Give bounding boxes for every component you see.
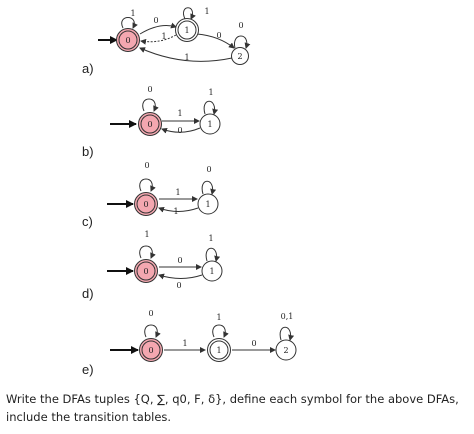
- dfa-b-loop-q0: [142, 98, 159, 112]
- dfa-a-edge-q2-q0: [139, 47, 233, 62]
- dfa-c-edge-label: 0: [206, 165, 211, 174]
- dfa-b-edge-label: 0: [147, 85, 152, 94]
- dfa-b-state-label: 0: [147, 120, 152, 129]
- dfa-e-loop-q1: [212, 324, 229, 338]
- dfa-d: 1 1 0 0 0 1 d): [82, 230, 223, 301]
- dfa-e-state-label: 0: [148, 346, 153, 355]
- dfa-a-edge-label: 1: [204, 7, 209, 16]
- dfa-d-loop-q0: [139, 245, 156, 259]
- dfa-d-edge-label: 1: [144, 230, 149, 239]
- dfa-e-edge-label: 1: [216, 313, 221, 322]
- dfa-e-state-label: 1: [216, 346, 221, 355]
- dfa-b-edge-label: 0: [177, 126, 182, 135]
- dfa-e-loop-q0: [144, 324, 161, 338]
- dfa-a-state-q0-inner-ring: [118, 30, 138, 50]
- dfa-c-edge-label: 1: [175, 188, 180, 197]
- dfa-a-edge-label: 0: [153, 16, 158, 25]
- dfa-c: 0 0 1 1 0 1 c): [82, 161, 219, 229]
- dfa-c-edge-label: 1: [173, 207, 178, 216]
- dfa-c-state-q0-inner-ring: [136, 194, 156, 214]
- dfa-e-edge-label: 0: [148, 309, 153, 318]
- dfa-diagrams: 1 0 1 0 0 1 1 0 1 2 a) 0 1 1 0: [82, 7, 297, 377]
- dfa-e-state-label: 2: [283, 346, 288, 355]
- dfa-a-state-q2: [231, 47, 249, 65]
- dfa-e-edge-label: 1: [182, 339, 187, 348]
- dfa-a-edge-q1-q2: [196, 33, 235, 49]
- dfa-e-state-q0-inner-ring: [141, 340, 161, 360]
- dfa-d-state-label: 1: [209, 267, 214, 276]
- dfa-a-edge-label: 1: [130, 9, 135, 18]
- dfa-d-edge-q1-q0: [158, 273, 203, 280]
- dfa-a-loop-q2: [234, 35, 251, 49]
- dfa-e-state-q2: [275, 339, 297, 361]
- dfa-b-state-label: 1: [207, 120, 212, 129]
- question-text: Write the DFAs tuples {Q, ∑, q0, F, δ}, …: [6, 392, 459, 424]
- dfa-b-loop-q1: [203, 100, 219, 115]
- dfa-c-state-label: 1: [205, 200, 210, 209]
- dfa-e: 0 1 1 0 0,1 0 1 2 e): [82, 309, 297, 377]
- dfa-a-edge-label: 1: [161, 32, 166, 41]
- dfa-c-edge-q1-q0: [158, 206, 199, 213]
- dfa-a-edge-q1-q0: [140, 34, 177, 45]
- dfa-d-state-label: 0: [143, 267, 148, 276]
- dfa-b-edge-label: 1: [208, 88, 213, 97]
- dfa-c-loop-q0: [139, 178, 156, 192]
- dfa-b-edge-q1-q0: [161, 127, 201, 134]
- dfa-a: 1 0 1 0 0 1 1 0 1 2 a): [82, 7, 251, 76]
- dfa-b: 0 1 1 0 0 1 b): [82, 85, 221, 159]
- dfa-b-state-q1: [199, 113, 221, 135]
- dfa-a-edge-label: 1: [184, 53, 189, 62]
- dfa-b-state-q0-inner-ring: [140, 114, 160, 134]
- dfa-b-edge-label: 1: [177, 109, 182, 118]
- dfa-a-state-q1-inner-ring: [177, 20, 197, 40]
- dfa-d-loop-q1: [205, 247, 221, 262]
- dfa-d-state-q0-inner-ring: [136, 261, 156, 281]
- dfa-e-state-q1-inner-ring: [209, 340, 229, 360]
- part-label-c: c): [82, 214, 93, 229]
- dfa-c-edge-label: 0: [144, 161, 149, 170]
- dfa-a-state-label: 1: [184, 26, 189, 35]
- dfa-d-edge-label: 0: [177, 256, 182, 265]
- dfa-a-edge-q0-q1: [139, 22, 177, 35]
- dfa-a-loop-q0: [121, 17, 138, 29]
- dfa-a-edge-label: 0: [216, 31, 221, 40]
- part-label-b: b): [82, 144, 94, 159]
- dfa-e-loop-q2: [279, 326, 295, 341]
- dfa-a-edge-label: 0: [238, 21, 243, 30]
- dfa-a-loop-q1: [183, 7, 196, 20]
- dfa-a-state-label: 2: [237, 52, 242, 61]
- part-label-e: e): [82, 362, 94, 377]
- dfa-d-edge-label: 1: [208, 234, 213, 243]
- part-label-d: d): [82, 286, 94, 301]
- dfa-e-edge-label: 0,1: [281, 312, 294, 321]
- dfa-d-edge-label: 0: [176, 281, 181, 290]
- dfa-a-state-label: 0: [125, 36, 130, 45]
- dfa-e-edge-label: 0: [251, 339, 256, 348]
- dfa-d-state-q1: [201, 260, 223, 282]
- dfa-c-state-q1: [197, 193, 219, 215]
- dfa-c-loop-q1: [201, 180, 217, 195]
- dfa-c-state-label: 0: [143, 200, 148, 209]
- part-label-a: a): [82, 61, 94, 76]
